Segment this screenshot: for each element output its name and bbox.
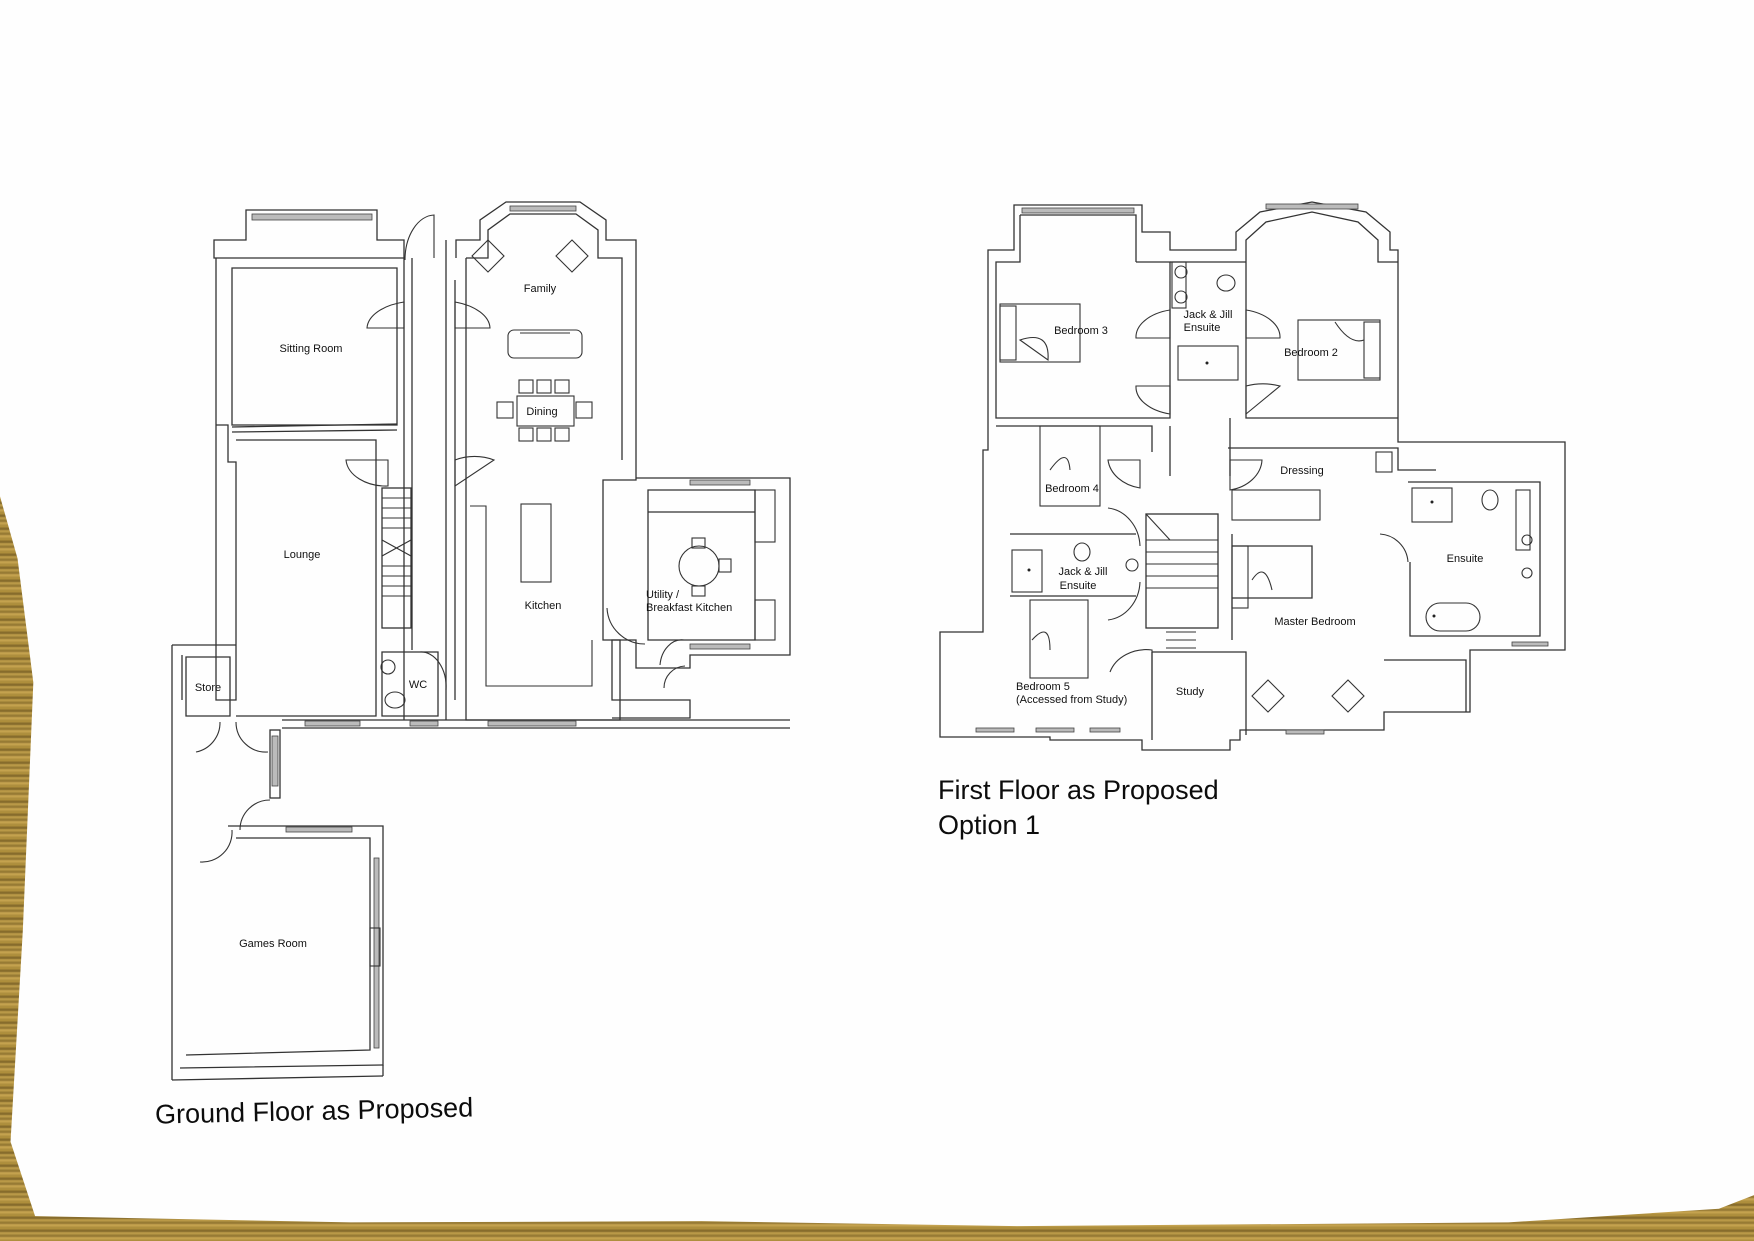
staircase-ground (381, 497, 412, 597)
room-label-bedroom-4: Bedroom 4 (1045, 483, 1099, 495)
room-label-jack-jill-top: Jack & Jill (1184, 309, 1233, 321)
room-label-games-room: Games Room (239, 938, 307, 950)
staircase-first (1145, 513, 1218, 649)
first-floor-option-label: Option 1 (938, 810, 1041, 840)
room-label-ensuite-lower: Ensuite (1060, 580, 1097, 592)
room-label-kitchen: Kitchen (525, 600, 562, 612)
room-label-lounge: Lounge (284, 549, 321, 561)
ground-floor-title: Ground Floor as Proposed (154, 1092, 474, 1130)
room-label-wc: WC (409, 679, 427, 691)
room-label-ensuite-master: Ensuite (1447, 553, 1484, 565)
room-label-dining: Dining (526, 406, 557, 418)
room-label-store: Store (195, 682, 221, 694)
ground-floor-plan (171, 201, 791, 1081)
first-floor-title: First Floor as Proposed (938, 775, 1219, 805)
room-label-jack-jill-lower: Jack & Jill (1059, 566, 1108, 578)
room-label-bedroom-5-note: (Accessed from Study) (1016, 694, 1127, 706)
room-label-ensuite-top: Ensuite (1184, 322, 1221, 334)
room-label-sitting-room: Sitting Room (280, 343, 343, 355)
room-label-dressing: Dressing (1280, 465, 1323, 477)
room-label-family: Family (524, 283, 557, 295)
room-label-bedroom-3: Bedroom 3 (1054, 325, 1108, 337)
room-label-utility: Utility / (646, 589, 680, 601)
room-label-master-bedroom: Master Bedroom (1274, 616, 1355, 628)
first-floor-plan (939, 201, 1566, 751)
room-label-breakfast-kitchen: Breakfast Kitchen (646, 602, 732, 614)
room-labels: Sitting Room Family Dining Lounge Kitche… (195, 283, 1484, 950)
room-label-bedroom-2: Bedroom 2 (1284, 347, 1338, 359)
room-label-study: Study (1176, 686, 1205, 698)
room-label-bedroom-5: Bedroom 5 (1016, 681, 1070, 693)
